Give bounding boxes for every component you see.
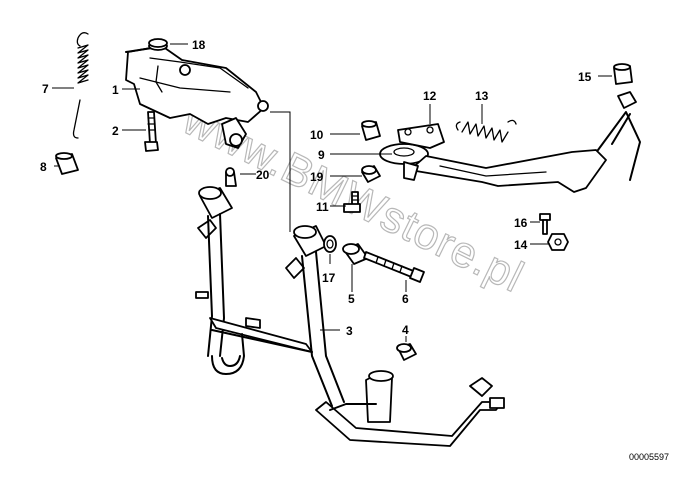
callout-1: 1 — [112, 83, 119, 97]
sleeve-part-19 — [361, 165, 381, 183]
center-stand-part-3 — [195, 186, 505, 447]
bushing-part-5 — [342, 243, 369, 265]
diagram-reference-number: 00005597 — [629, 452, 669, 462]
callout-2: 2 — [112, 124, 119, 138]
callout-5: 5 — [348, 292, 355, 306]
callout-13: 13 — [475, 89, 489, 103]
callout-12: 12 — [423, 89, 437, 103]
callout-15: 15 — [578, 70, 592, 84]
nipple-part-20 — [225, 167, 237, 187]
leader-lines — [52, 43, 612, 342]
callout-9: 9 — [318, 148, 325, 162]
callout-20: 20 — [256, 168, 270, 182]
spring-part-13 — [455, 119, 517, 143]
callout-10: 10 — [310, 128, 324, 142]
spring-part-7 — [72, 32, 89, 139]
plate-part-12 — [397, 123, 445, 149]
bolt-part-2 — [144, 111, 159, 152]
callout-17: 17 — [322, 271, 336, 285]
callout-7: 7 — [42, 82, 49, 96]
bracket-part-1 — [125, 45, 269, 149]
nut-part-4 — [396, 343, 417, 361]
bolt-part-6 — [363, 251, 425, 283]
callout-3: 3 — [346, 324, 353, 338]
callout-11: 11 — [316, 200, 329, 214]
bushing-part-8 — [55, 152, 79, 175]
callout-8: 8 — [40, 160, 47, 174]
callout-6: 6 — [402, 292, 409, 306]
guide-line — [270, 111, 291, 232]
ring-part-17 — [323, 235, 337, 253]
callout-14: 14 — [514, 238, 528, 252]
bushing-part-10 — [361, 120, 381, 141]
callout-labels: 18 7 1 2 8 20 10 9 19 11 12 13 15 16 14 … — [40, 38, 592, 338]
bolt-part-11 — [343, 191, 361, 213]
washer-part-18 — [148, 38, 168, 51]
nut-part-14 — [547, 233, 569, 251]
callout-4: 4 — [402, 323, 409, 337]
callout-18: 18 — [192, 38, 206, 52]
cap-part-15 — [613, 63, 637, 109]
screw-part-16 — [539, 213, 551, 235]
callout-19: 19 — [310, 170, 324, 184]
side-stand-part-9 — [379, 111, 641, 193]
callout-16: 16 — [514, 216, 528, 230]
